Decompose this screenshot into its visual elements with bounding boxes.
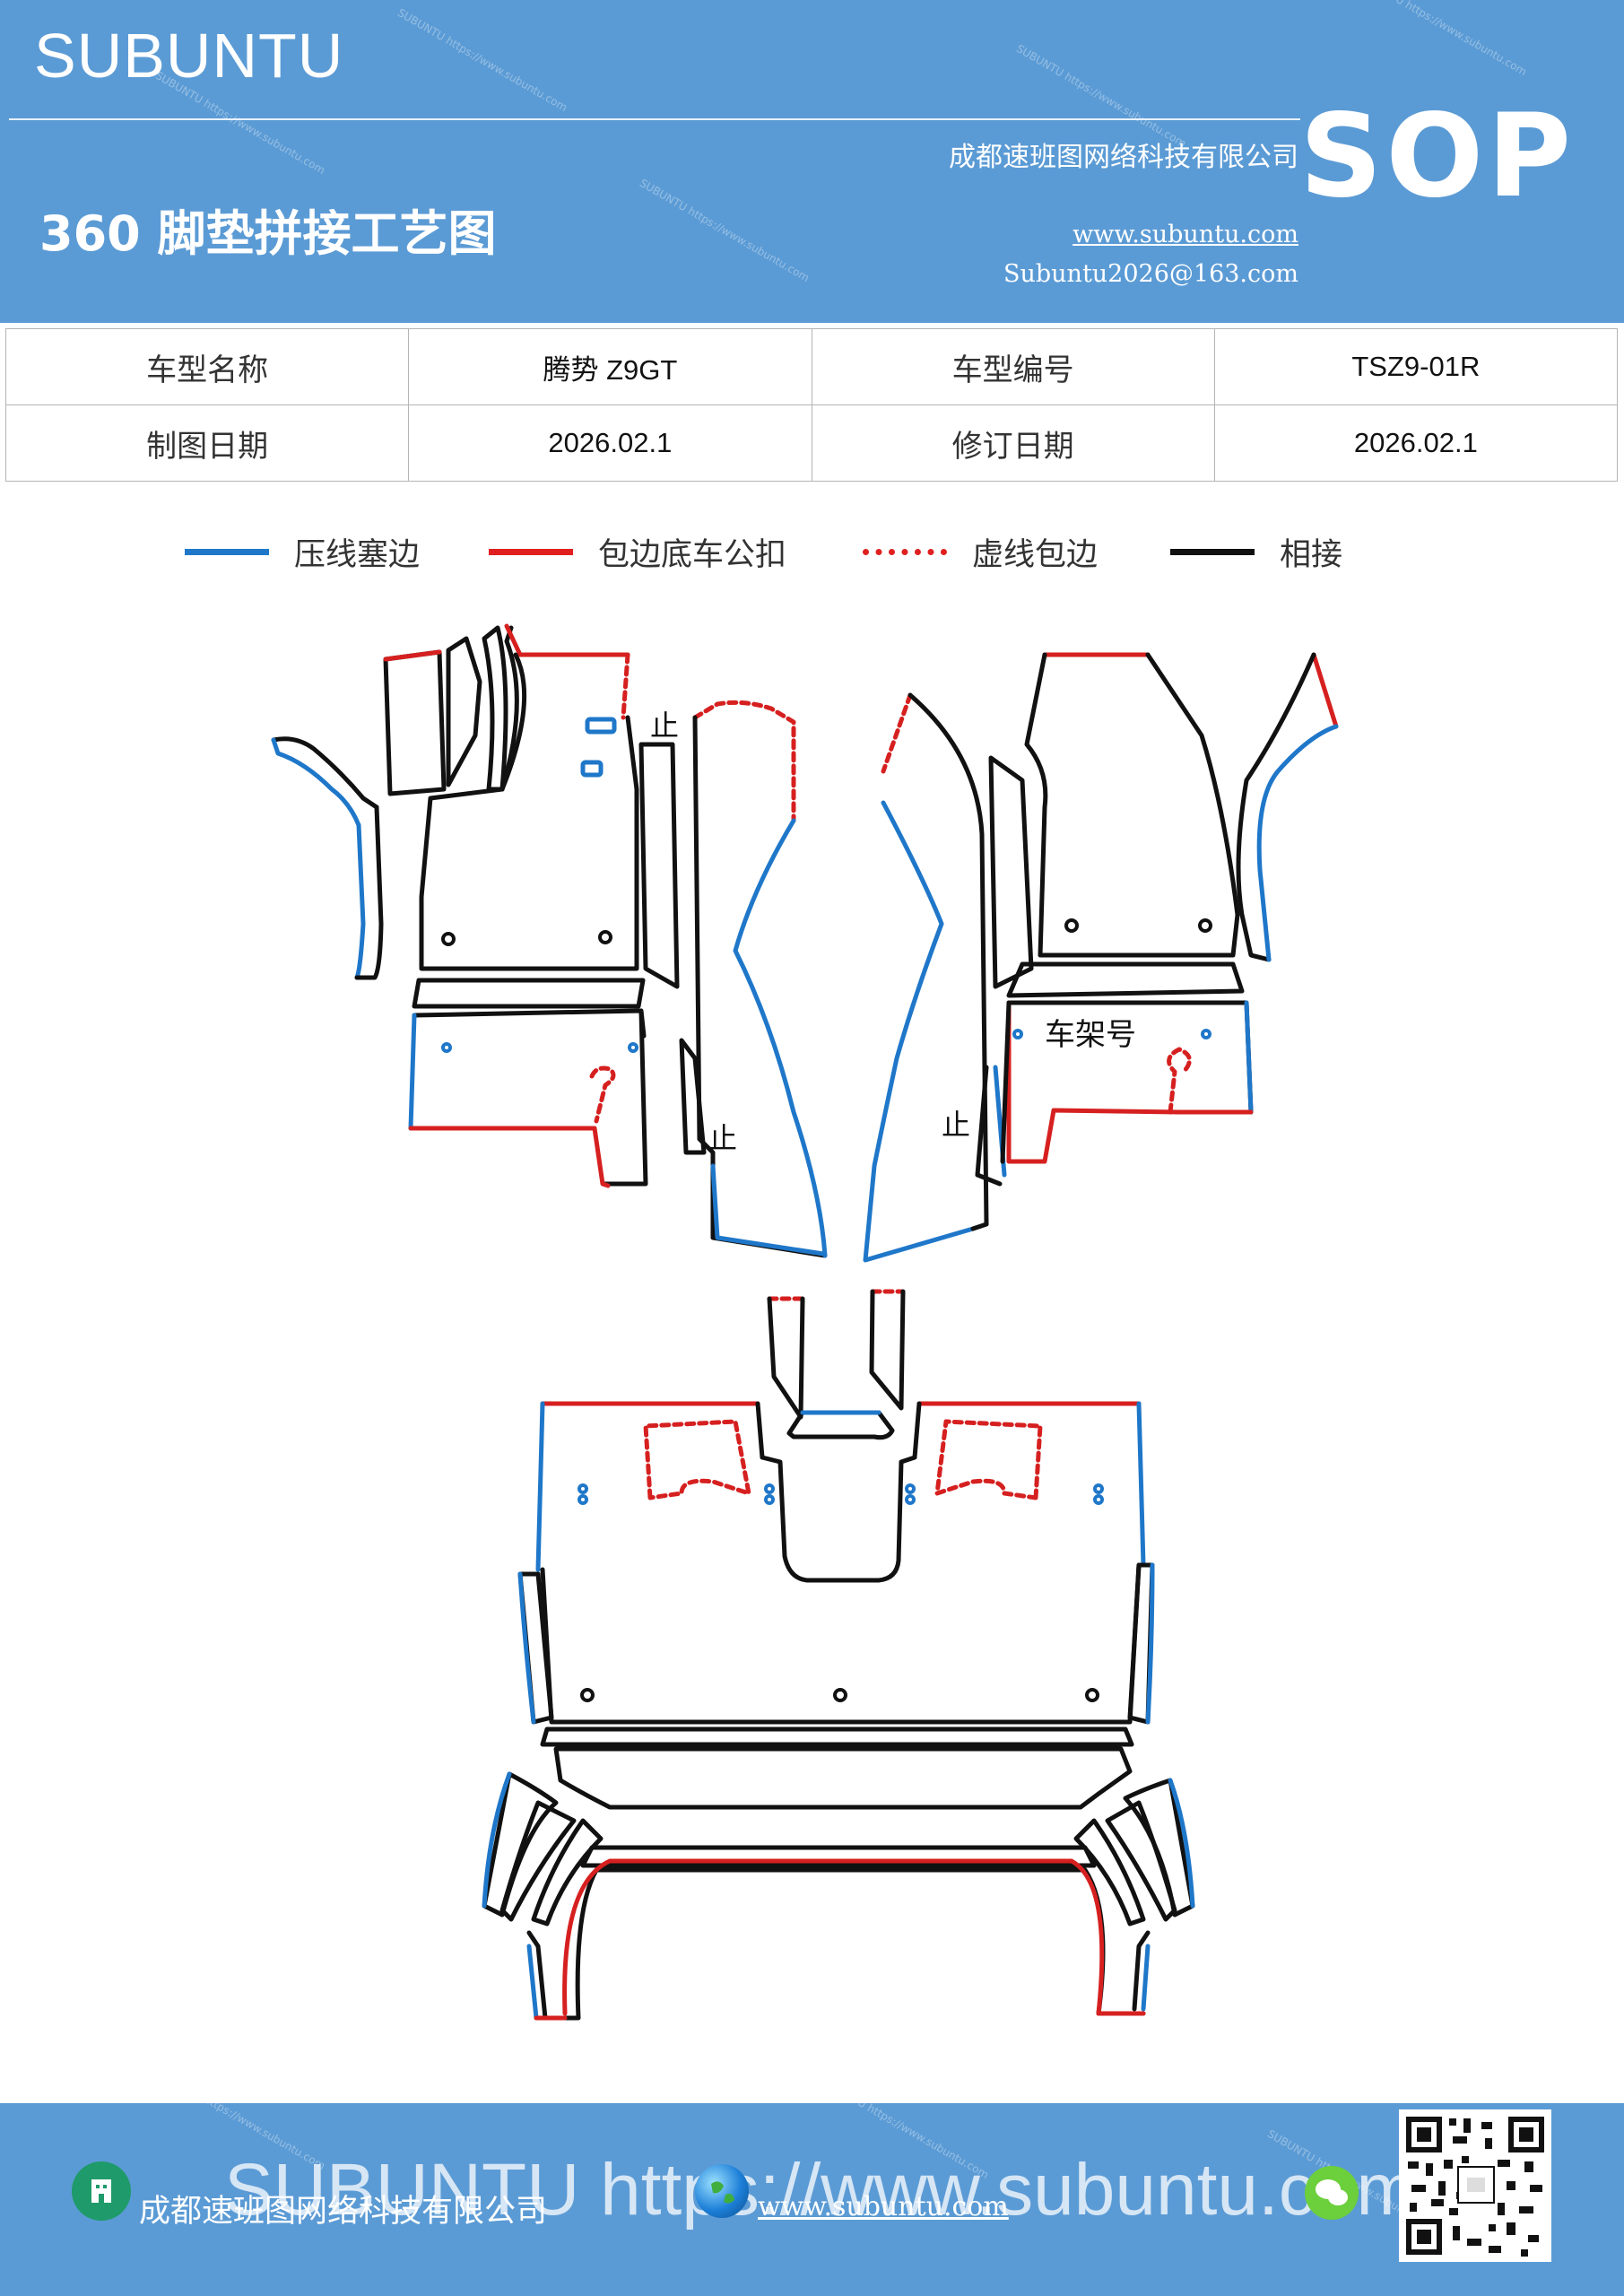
table-label: 车型编号: [811, 328, 1215, 405]
watermark-text: SUBUNTU https://www.subuntu.com: [1354, 0, 1529, 79]
table-value: 腾势 Z9GT: [408, 328, 812, 405]
footer-watermark: SUBUNTU https://www.subuntu.com: [224, 2149, 1418, 2231]
frame-number-label: 车架号: [1045, 1017, 1136, 1053]
rear-mat-group: [482, 1289, 1195, 2021]
wechat-icon: [1305, 2166, 1359, 2220]
watermark-text: SUBUNTU https://www.subuntu.com: [637, 176, 812, 285]
vehicle-info-table: 车型名称 腾势 Z9GT 车型编号 TSZ9-01R 制图日期 2026.02.…: [4, 328, 1619, 482]
legend-swatch: [185, 548, 269, 555]
table-label: 制图日期: [4, 404, 410, 482]
footer-website-link[interactable]: www.subuntu.com: [758, 2191, 1009, 2222]
stop-label: 止: [942, 1108, 970, 1142]
legend-item-press-line: 压线塞边: [185, 525, 420, 578]
floor-mat-diagram: 止 止 止 车架号: [271, 623, 1339, 2021]
legend-swatch: [489, 548, 573, 555]
globe-icon: [695, 2164, 749, 2218]
page-title: 360 脚垫拼接工艺图: [39, 205, 497, 262]
table-value: TSZ9-01R: [1213, 328, 1619, 405]
email-address: Subuntu2026@163.com: [1003, 260, 1298, 288]
stop-label: 止: [650, 709, 679, 743]
footer-company-name: 成都速班图网络科技有限公司: [139, 2194, 548, 2230]
company-name: 成都速班图网络科技有限公司: [949, 142, 1298, 173]
stop-label: 止: [708, 1121, 737, 1155]
table-row: 制图日期 2026.02.1 修订日期 2026.02.1: [4, 404, 1619, 482]
header-divider: [9, 118, 1300, 120]
watermark-text: SUBUNTU https://www.subuntu.com: [395, 5, 569, 115]
table-row: 车型名称 腾势 Z9GT 车型编号 TSZ9-01R: [4, 328, 1619, 405]
table-value: 2026.02.1: [408, 404, 812, 482]
footer-banner: SUBUNTU https://www.subuntu.com SUBUNTU …: [0, 2103, 1624, 2296]
header-banner: SUBUNTU https://www.subuntu.com SUBUNTU …: [0, 0, 1624, 323]
brand-name: SUBUNTU: [34, 21, 344, 91]
qr-code: [1399, 2109, 1551, 2262]
table-label: 修订日期: [811, 404, 1215, 482]
legend-label: 相接: [1280, 536, 1343, 573]
legend-label: 包边底车公扣: [598, 536, 787, 573]
legend-item-joined: 相接: [1170, 525, 1342, 578]
legend-item-dotted-edge: 虚线包边: [863, 525, 1098, 578]
table-label: 车型名称: [4, 328, 410, 405]
legend-item-edge-clip: 包边底车公扣: [489, 525, 786, 578]
left-front-mat-group: 止 止: [271, 623, 828, 1258]
legend-swatch: [863, 548, 947, 555]
table-value: 2026.02.1: [1213, 404, 1619, 482]
building-icon: [72, 2161, 131, 2221]
legend-swatch: [1170, 548, 1255, 555]
right-front-mat-group: 止 车架号: [863, 652, 1339, 1263]
website-link[interactable]: www.subuntu.com: [1073, 221, 1298, 248]
legend-label: 压线塞边: [294, 536, 421, 573]
sop-badge: SOP: [1299, 90, 1575, 223]
legend-label: 虚线包边: [972, 536, 1099, 573]
